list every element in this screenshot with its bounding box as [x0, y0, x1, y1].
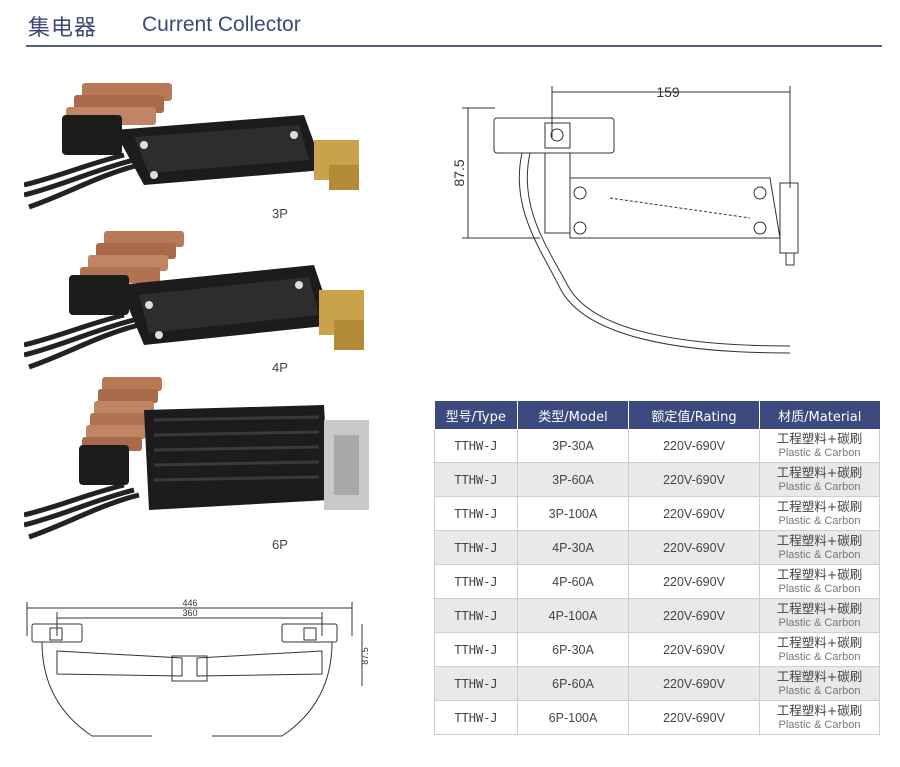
header-model: 类型/Model	[517, 401, 629, 429]
table-header-row: 型号/Type 类型/Model 额定值/Rating 材质/Material	[434, 401, 880, 429]
side-technical-drawing: 159 87.5	[451, 84, 799, 354]
cell-type: TTHW-J	[434, 632, 518, 667]
photo-label-4p: 4P	[272, 360, 288, 375]
cell-rating: 220V-690V	[628, 530, 760, 565]
cell-type: TTHW-J	[434, 496, 518, 531]
cell-model: 3P-100A	[517, 496, 629, 531]
spec-table: 型号/Type 类型/Model 额定值/Rating 材质/Material …	[434, 401, 880, 735]
cell-model: 4P-100A	[517, 598, 629, 633]
cell-type: TTHW-J	[434, 700, 518, 735]
photo-label-6p: 6P	[272, 537, 288, 552]
cell-type: TTHW-J	[434, 666, 518, 701]
cell-rating: 220V-690V	[628, 700, 760, 735]
double-technical-drawing: 446 360 87.5	[26, 598, 370, 737]
product-photo-3p	[24, 75, 394, 215]
title-english: Current Collector	[142, 13, 301, 36]
cell-model: 4P-30A	[517, 530, 629, 565]
cell-model: 6P-100A	[517, 700, 629, 735]
header-material: 材质/Material	[759, 401, 880, 429]
dimension-overall-446: 446	[182, 598, 197, 608]
cell-type: TTHW-J	[434, 462, 518, 497]
dimension-inner-360: 360	[182, 608, 197, 618]
cell-rating: 220V-690V	[628, 598, 760, 633]
dimension-width-159: 159	[656, 84, 680, 100]
cell-model: 3P-30A	[517, 429, 629, 463]
header-type: 型号/Type	[434, 401, 518, 429]
dimension-height-87-5: 87.5	[360, 647, 370, 665]
cell-rating: 220V-690V	[628, 496, 760, 531]
cell-type: TTHW-J	[434, 429, 518, 463]
photo-label-3p: 3P	[272, 206, 288, 221]
header-divider	[26, 45, 882, 47]
cell-model: 3P-60A	[517, 462, 629, 497]
dimension-height-87-5: 87.5	[451, 159, 467, 186]
product-photo-4p	[24, 225, 394, 375]
product-photo-6p	[24, 375, 394, 545]
cell-rating: 220V-690V	[628, 429, 760, 463]
cell-type: TTHW-J	[434, 564, 518, 599]
cell-type: TTHW-J	[434, 598, 518, 633]
cell-model: 6P-60A	[517, 666, 629, 701]
cell-rating: 220V-690V	[628, 666, 760, 701]
cell-rating: 220V-690V	[628, 564, 760, 599]
cell-rating: 220V-690V	[628, 462, 760, 497]
cell-rating: 220V-690V	[628, 632, 760, 667]
cell-model: 6P-30A	[517, 632, 629, 667]
cell-type: TTHW-J	[434, 530, 518, 565]
page-header: 集电器 Current Collector	[0, 0, 900, 50]
title-chinese: 集电器	[28, 16, 98, 41]
cell-model: 4P-60A	[517, 564, 629, 599]
header-rating: 额定值/Rating	[628, 401, 760, 429]
